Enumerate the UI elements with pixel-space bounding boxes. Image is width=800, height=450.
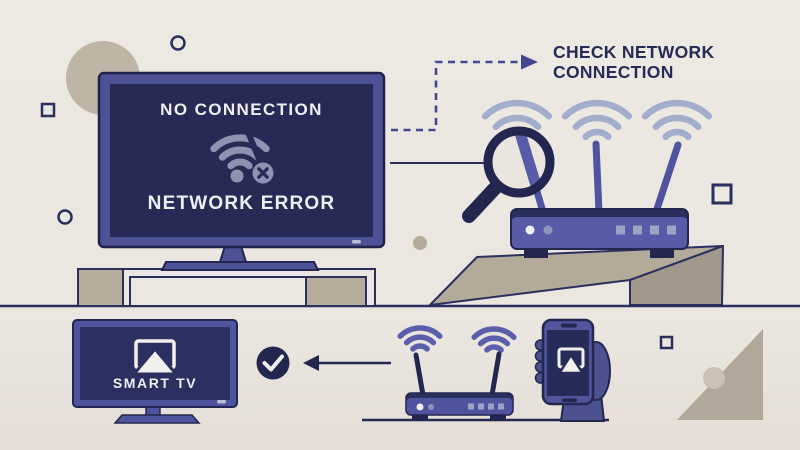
decor-square	[711, 183, 733, 205]
phone-speaker	[561, 323, 577, 328]
decor-ring	[57, 209, 73, 225]
wifi-icon	[561, 99, 633, 140]
cast-icon	[130, 339, 180, 376]
tv-stand-neck	[218, 245, 248, 263]
router-led	[416, 403, 424, 411]
decor-triangle	[677, 329, 763, 420]
callout-line2: CONNECTION	[553, 61, 674, 82]
tv-led	[352, 240, 361, 244]
smart-tv-unit	[72, 319, 238, 424]
tv-led	[217, 400, 226, 404]
cast-icon	[557, 347, 585, 375]
decor-square	[659, 335, 674, 350]
router-led	[428, 404, 434, 410]
wifi-icon	[397, 325, 443, 352]
router-led	[543, 225, 553, 235]
tv-stand-base	[160, 261, 320, 271]
checkmark-icon	[256, 346, 290, 380]
tv-message-no-connection: NO CONNECTION	[160, 100, 323, 119]
phone-home-bar	[562, 398, 577, 402]
antenna	[413, 352, 426, 398]
decor-shapes	[40, 35, 763, 420]
tv-message-network-error: NETWORK ERROR	[147, 193, 336, 214]
tv-unit	[97, 71, 386, 271]
wifi-icon	[641, 99, 713, 140]
magnifier-icon	[462, 126, 555, 223]
antenna	[652, 141, 682, 216]
router-icon-bottom	[405, 351, 514, 420]
phone	[541, 318, 595, 406]
router-led	[525, 225, 535, 235]
router-pedestal	[429, 245, 724, 306]
wifi-signal-group-bottom	[397, 325, 517, 353]
wifi-icon	[471, 326, 517, 353]
left-arrow-icon	[303, 355, 391, 371]
dashed-arrow-icon	[391, 54, 538, 132]
callout-line1: CHECK NETWORK	[553, 42, 715, 62]
hand-holding-phone	[534, 318, 611, 422]
decor-dot-tan	[413, 236, 427, 250]
antenna	[489, 351, 502, 398]
smart-tv-label: SMART TV	[112, 375, 198, 391]
decor-ring	[170, 35, 186, 51]
tv-console	[77, 268, 376, 307]
tv-stand-base	[113, 414, 201, 424]
wifi-error-icon	[210, 124, 274, 184]
callout-label: CHECK NETWORK CONNECTION	[553, 42, 715, 82]
decor-square	[40, 102, 56, 118]
antenna	[592, 140, 603, 216]
